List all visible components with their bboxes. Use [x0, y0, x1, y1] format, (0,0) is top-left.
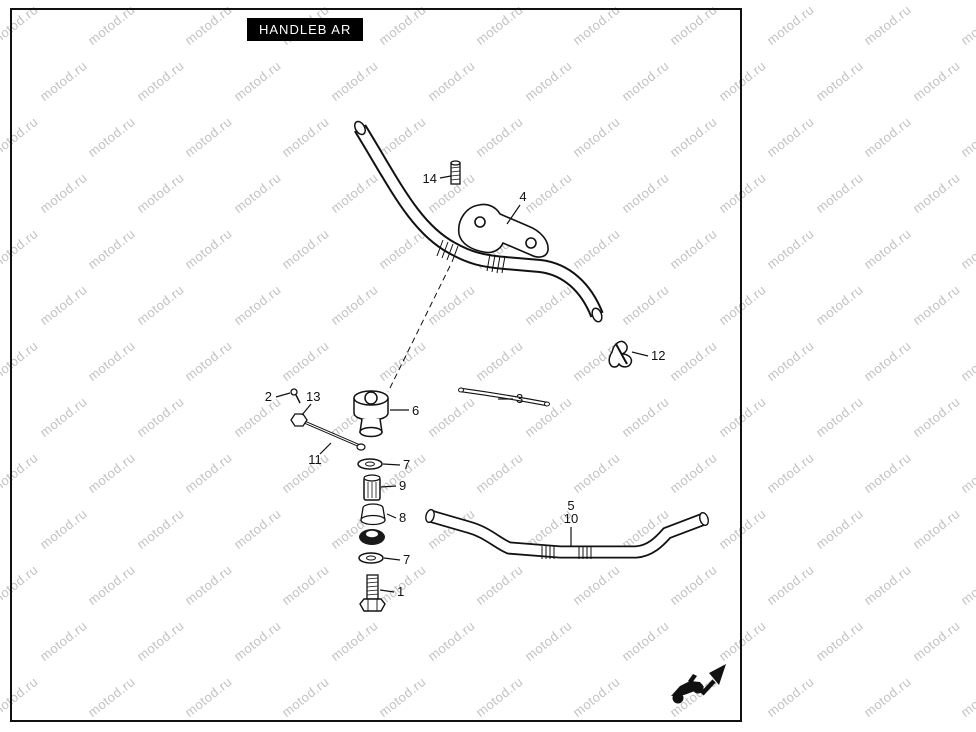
svg-text:5: 5 [567, 498, 574, 513]
svg-text:3: 3 [516, 391, 523, 406]
svg-text:8: 8 [399, 510, 406, 525]
callout-3: 3 [498, 391, 523, 406]
callout-7-bottom: 7 [383, 552, 410, 567]
tube-end-left [354, 120, 366, 136]
callout-5-10: 5 10 [564, 498, 578, 546]
knurl-marks-lower [541, 546, 592, 559]
callout-2: 2 [265, 389, 291, 404]
callout-12: 12 [631, 348, 665, 363]
washer-top-drawing [357, 458, 383, 470]
diagram-frame [10, 8, 742, 722]
bolt-drawing [359, 574, 386, 612]
knurl-marks-upper [436, 239, 506, 274]
small-screw-drawing [290, 388, 301, 404]
lower-handlebar-drawing [425, 508, 710, 559]
upper-handlebar-drawing [354, 120, 604, 323]
svg-text:4: 4 [519, 189, 526, 204]
direction-arrow-icon [700, 664, 726, 696]
svg-text:9: 9 [399, 478, 406, 493]
rubber-mount-drawing [359, 529, 385, 545]
nut-drawing [290, 413, 308, 427]
callout-4: 4 [506, 189, 527, 225]
handlebar-clamp-drawing [457, 203, 549, 258]
svg-text:6: 6 [412, 403, 419, 418]
washer-bottom-drawing [358, 552, 384, 564]
page-title: HANDLEB AR [247, 18, 364, 41]
callout-14: 14 [423, 171, 452, 186]
svg-text:1: 1 [397, 584, 404, 599]
tube-end-right [698, 511, 710, 527]
clamp-screw-drawing [450, 160, 461, 185]
bushing-drawing [363, 474, 381, 501]
svg-text:7: 7 [403, 552, 410, 567]
riser-drawing [353, 390, 389, 438]
svg-text:10: 10 [564, 511, 578, 526]
link-rod-drawing [290, 413, 366, 451]
callout-13: 13 [301, 389, 320, 416]
construction-line [387, 265, 451, 393]
svg-text:2: 2 [265, 389, 272, 404]
cup-drawing [360, 503, 386, 526]
svg-text:14: 14 [423, 171, 437, 186]
callout-9: 9 [380, 478, 406, 493]
tube-end-left [425, 508, 435, 524]
svg-text:7: 7 [403, 457, 410, 472]
wire-clamp-drawing [608, 340, 633, 368]
callout-6: 6 [390, 403, 419, 418]
tube-end-right [591, 307, 603, 323]
rod-drawing [458, 387, 550, 407]
callout-1: 1 [379, 584, 404, 599]
motorcycle-icon [671, 674, 704, 704]
callout-11: 11 [308, 442, 332, 467]
callout-8: 8 [386, 510, 406, 525]
callout-7-top: 7 [382, 457, 410, 472]
svg-text:11: 11 [308, 452, 322, 467]
svg-text:12: 12 [651, 348, 665, 363]
callouts: 14 4 12 2 13 6 [265, 171, 666, 599]
svg-text:13: 13 [306, 389, 320, 404]
